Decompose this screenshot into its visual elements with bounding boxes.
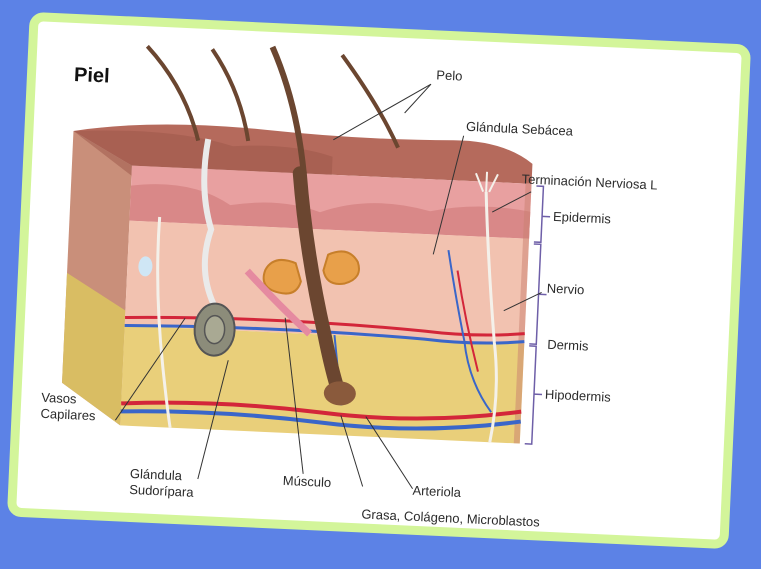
sebaceous-gland-right xyxy=(323,251,360,285)
diagram-title: Piel xyxy=(74,64,111,88)
label-musculo: Músculo xyxy=(282,473,331,490)
label-nervio: Nervio xyxy=(546,281,584,298)
image-card: Piel xyxy=(7,12,751,549)
label-terminacion-nerviosa: Terminación Nerviosa L xyxy=(521,171,657,192)
sweat-gland-inner xyxy=(204,315,225,344)
label-epidermis: Epidermis xyxy=(553,209,612,227)
epidermis-bracket xyxy=(534,186,544,242)
label-dermis: Dermis xyxy=(547,337,589,354)
label-pelo: Pelo xyxy=(436,67,463,83)
label-sudoripara: Sudorípara xyxy=(129,482,195,500)
skin-diagram: Piel xyxy=(16,21,741,539)
label-glandula: Glándula xyxy=(130,466,183,483)
label-glandula-sebacea: Glándula Sebácea xyxy=(466,119,574,139)
label-arteriola: Arteriola xyxy=(412,483,462,500)
hypodermis-bracket xyxy=(525,346,536,444)
label-grasa: Grasa, Colágeno, Microblastos xyxy=(361,506,540,529)
diagram-frame: Piel xyxy=(7,12,751,549)
label-vasos: Vasos xyxy=(41,390,77,407)
label-capilares: Capilares xyxy=(40,406,96,423)
hair-strand-3 xyxy=(338,55,402,148)
label-hipodermis: Hipodermis xyxy=(545,387,612,405)
